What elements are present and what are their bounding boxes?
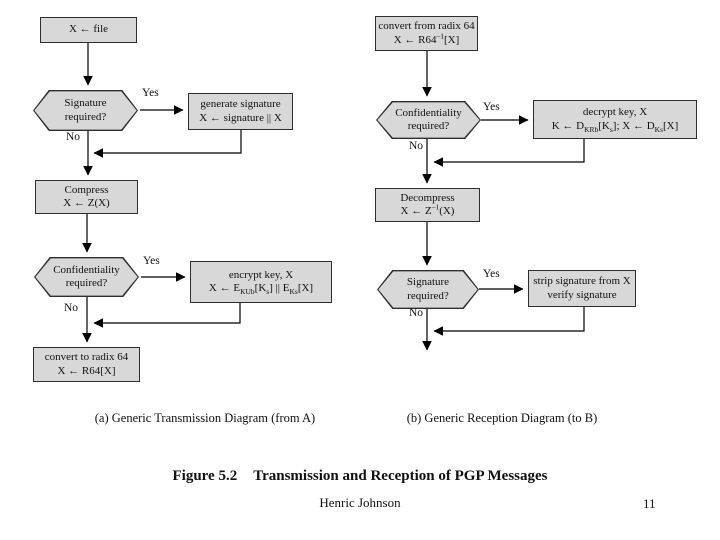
signature-required-decision-tx: Signature required? xyxy=(33,90,138,131)
no-label-rx-signature: No xyxy=(409,307,424,319)
yes-label-tx-confidentiality: Yes xyxy=(143,255,160,267)
decision-line2: required? xyxy=(407,289,449,302)
file-box-text: X ← file xyxy=(68,23,109,36)
convert-to-radix64-box: convert to radix 64 X ← R64[X] xyxy=(33,347,140,382)
compress-line2: X ← Z(X) xyxy=(63,197,110,209)
no-label-rx-confidentiality: No xyxy=(409,140,424,152)
radix-to-line1: convert to radix 64 xyxy=(44,351,129,364)
decompress-line1: Decompress xyxy=(400,191,455,204)
yes-label-rx-confidentiality: Yes xyxy=(483,101,500,113)
decision-line1: Signature xyxy=(406,276,450,289)
decrypt-line2: K ← DKRb[Ks]; X ← DKs[X] xyxy=(551,119,679,134)
strip-line1: strip signature from X xyxy=(533,275,631,288)
caption-reception: (b) Generic Reception Diagram (to B) xyxy=(406,411,598,425)
compress-box: Compress X ← Z(X) xyxy=(35,180,138,214)
caption-transmission: (a) Generic Transmission Diagram (from A… xyxy=(94,411,316,425)
figure-label: Figure 5.2 xyxy=(172,468,238,484)
signature-required-decision-rx: Signature required? xyxy=(377,270,479,309)
figure-title: Transmission and Reception of PGP Messag… xyxy=(253,468,548,484)
yes-label-tx-signature: Yes xyxy=(142,87,159,99)
figure-caption: Figure 5.2 Transmission and Reception of … xyxy=(0,468,720,485)
radix-to-line2: X ← R64[X] xyxy=(57,364,116,377)
convert-from-radix64-box: convert from radix 64 X ← R64–1[X] xyxy=(375,16,478,51)
decrypt-line1: decrypt key, X xyxy=(582,106,648,119)
compress-line1: Compress xyxy=(64,183,109,196)
generate-signature-box: generate signature X ← signature || X xyxy=(188,93,293,130)
author-name: Henric Johnson xyxy=(319,495,401,510)
no-label-tx-signature: No xyxy=(66,131,81,143)
decision-line1: Confidentiality xyxy=(395,106,462,119)
strip-signature-box: strip signature from X verify signature xyxy=(528,270,636,307)
encrypt-key-box: encrypt key, X X ← EKUb[Ks] || EKs[X] xyxy=(190,261,332,303)
decision-line2: required? xyxy=(65,277,108,289)
decision-line2: required? xyxy=(64,110,107,123)
page-number: 11 xyxy=(643,496,656,511)
generate-line1: generate signature xyxy=(200,98,281,111)
confidentiality-required-decision-rx: Confidentiality required? xyxy=(376,101,481,139)
decision-line2: required? xyxy=(407,120,450,132)
radix-from-line1: convert from radix 64 xyxy=(378,20,475,33)
decision-line1: Signature xyxy=(64,97,107,110)
generate-line2: X ← signature || X xyxy=(199,111,282,124)
yes-label-rx-signature: Yes xyxy=(483,268,500,280)
file-box: X ← file xyxy=(40,17,137,43)
encrypt-line1: encrypt key, X xyxy=(228,268,294,281)
confidentiality-required-decision-tx: Confidentiality required? xyxy=(34,257,139,297)
strip-line2: verify signature xyxy=(547,288,617,301)
radix-from-line2: X ← R64–1[X] xyxy=(393,30,460,46)
decompress-line2: X ← Z–1(X) xyxy=(400,202,455,217)
encrypt-line2: X ← EKUb[Ks] || EKs[X] xyxy=(208,282,314,297)
no-label-tx-confidentiality: No xyxy=(64,302,79,314)
decision-line1: Confidentiality xyxy=(53,263,120,276)
decrypt-key-box: decrypt key, X K ← DKRb[Ks]; X ← DKs[X] xyxy=(533,100,697,139)
decompress-box: Decompress X ← Z–1(X) xyxy=(375,188,480,222)
